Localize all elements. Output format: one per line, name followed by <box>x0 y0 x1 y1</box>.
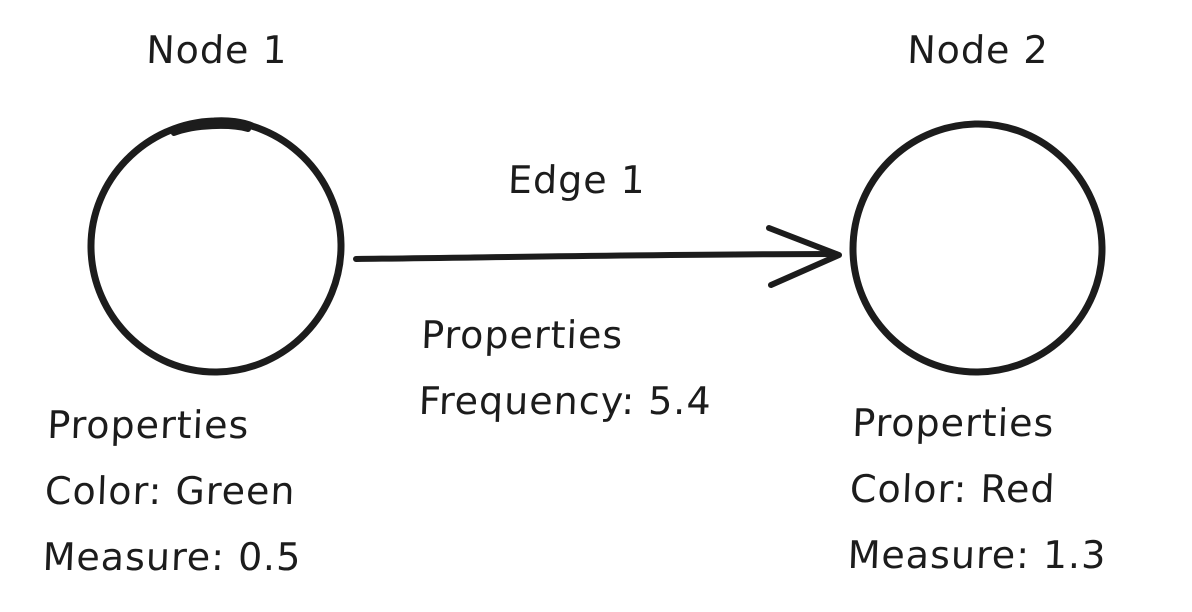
node-1-circle-overlap-stroke <box>171 122 251 136</box>
edge-properties: Properties Frequency: 5.4 <box>418 302 715 434</box>
edge-label: Edge 1 <box>507 158 647 202</box>
edge-property-frequency: Frequency: 5.4 <box>418 379 713 423</box>
node-2-property-color: Color: Red <box>849 467 1057 511</box>
node-2-properties: Properties Color: Red Measure: 1.3 <box>847 390 1113 588</box>
node-1-property-color: Color: Green <box>44 469 297 513</box>
edge-arrow-line <box>353 251 839 262</box>
node-2-properties-title: Properties <box>851 401 1056 445</box>
node-1-label: Node 1 <box>145 28 289 72</box>
node-1-circle <box>87 117 345 376</box>
node-1-properties: Properties Color: Green Measure: 0.5 <box>42 392 308 590</box>
node-2-label: Node 2 <box>906 28 1050 72</box>
edge-properties-title: Properties <box>420 313 624 357</box>
node-2-property-measure: Measure: 1.3 <box>846 533 1108 577</box>
edge-arrowhead <box>766 225 842 288</box>
node-2-circle <box>849 120 1106 376</box>
node-1-property-measure: Measure: 0.5 <box>41 535 303 579</box>
node-1-properties-title: Properties <box>46 403 251 447</box>
